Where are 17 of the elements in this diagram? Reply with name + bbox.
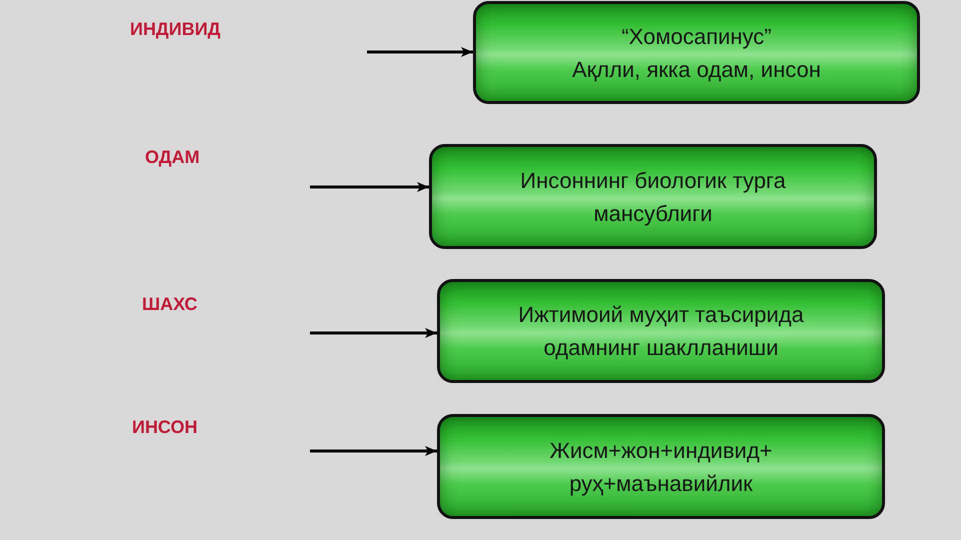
term-label: ШАХС bbox=[142, 294, 198, 315]
arrow bbox=[310, 446, 437, 456]
arrow bbox=[310, 328, 437, 338]
term-label: ОДАМ bbox=[145, 147, 200, 168]
definition-box bbox=[473, 1, 920, 104]
definition-text: Жисм+жон+индивид+ руҳ+маънавийлик bbox=[548, 436, 774, 498]
definition-text: Ақлли, якка одам, инсон bbox=[572, 56, 821, 84]
definition-box bbox=[429, 144, 877, 249]
definition-text: Ижтимоий муҳит таъсирида одамнинг шаклланиши bbox=[517, 301, 805, 362]
definition-text: “Хомосапинус” bbox=[621, 22, 772, 51]
term-label: ИНСОН bbox=[132, 417, 198, 438]
arrow bbox=[367, 47, 473, 57]
term-label: ИНДИВИД bbox=[130, 19, 220, 40]
definition-box bbox=[437, 279, 885, 383]
arrow bbox=[310, 182, 429, 192]
definition-box bbox=[437, 414, 885, 519]
definition-text: Инсоннинг биологик турга мансублиги bbox=[519, 166, 787, 228]
